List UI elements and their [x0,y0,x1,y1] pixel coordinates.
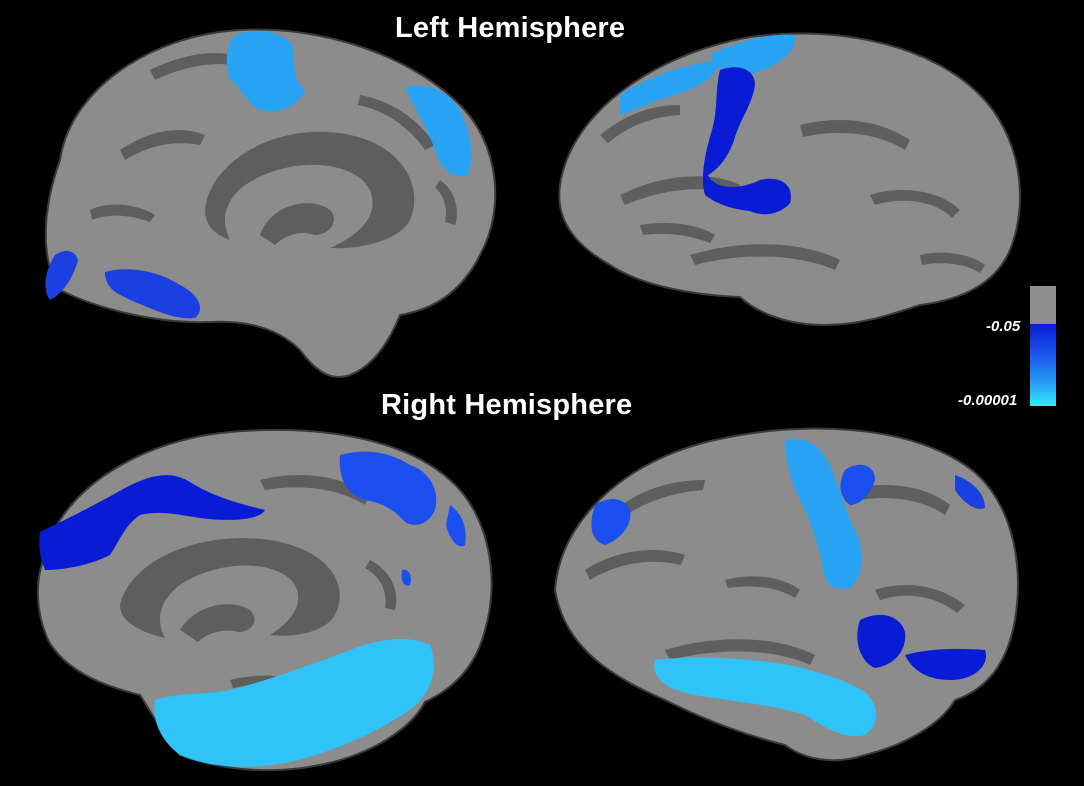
cortex-surface [553,427,1019,762]
dark-blue-region-occipital [45,250,78,300]
light-blue-region-superior [226,31,305,112]
cortex-surface [558,32,1021,327]
mid-blue-region-parietal [591,498,631,545]
light-blue-region-superior-parietal [710,34,796,75]
right-hemisphere-medial-view [36,428,493,772]
left-hemisphere-lateral-view [558,32,1021,327]
colorbar-max-label: -0.05 [986,318,1021,335]
light-blue-region-parietal [620,60,720,115]
cyan-region-superior-temporal [654,657,877,737]
sulci-pattern [90,53,457,249]
left-hemisphere-medial-view [44,28,497,378]
cyan-region-temporal [154,638,434,767]
sulci-pattern [585,480,965,665]
mid-blue-region-frontal-pole [446,505,466,547]
dark-blue-region-orbitofrontal [905,648,986,680]
dark-blue-region-postcentral [702,67,791,215]
mid-blue-region-precentral [840,464,875,505]
dark-blue-region-precuneus [39,475,265,570]
colorbar [1030,286,1056,406]
colorbar-min-label: -0.00001 [958,392,1018,409]
colorbar-nonsignificant-band [1030,286,1056,324]
right-hemisphere-title: Right Hemisphere [381,389,633,421]
dark-blue-region-inferior-frontal [857,614,906,668]
dark-blue-region-frontal-pole [955,475,985,509]
dark-blue-region-insula-spot [401,569,411,586]
dark-blue-region-lingual [105,269,200,319]
light-blue-region-frontal [405,85,472,177]
mid-blue-region-frontal [339,451,437,525]
right-hemisphere-lateral-view [553,427,1019,762]
light-blue-region-postcentral [785,438,862,590]
colorbar-gradient [1030,324,1056,406]
left-hemisphere-title: Left Hemisphere [395,12,626,44]
